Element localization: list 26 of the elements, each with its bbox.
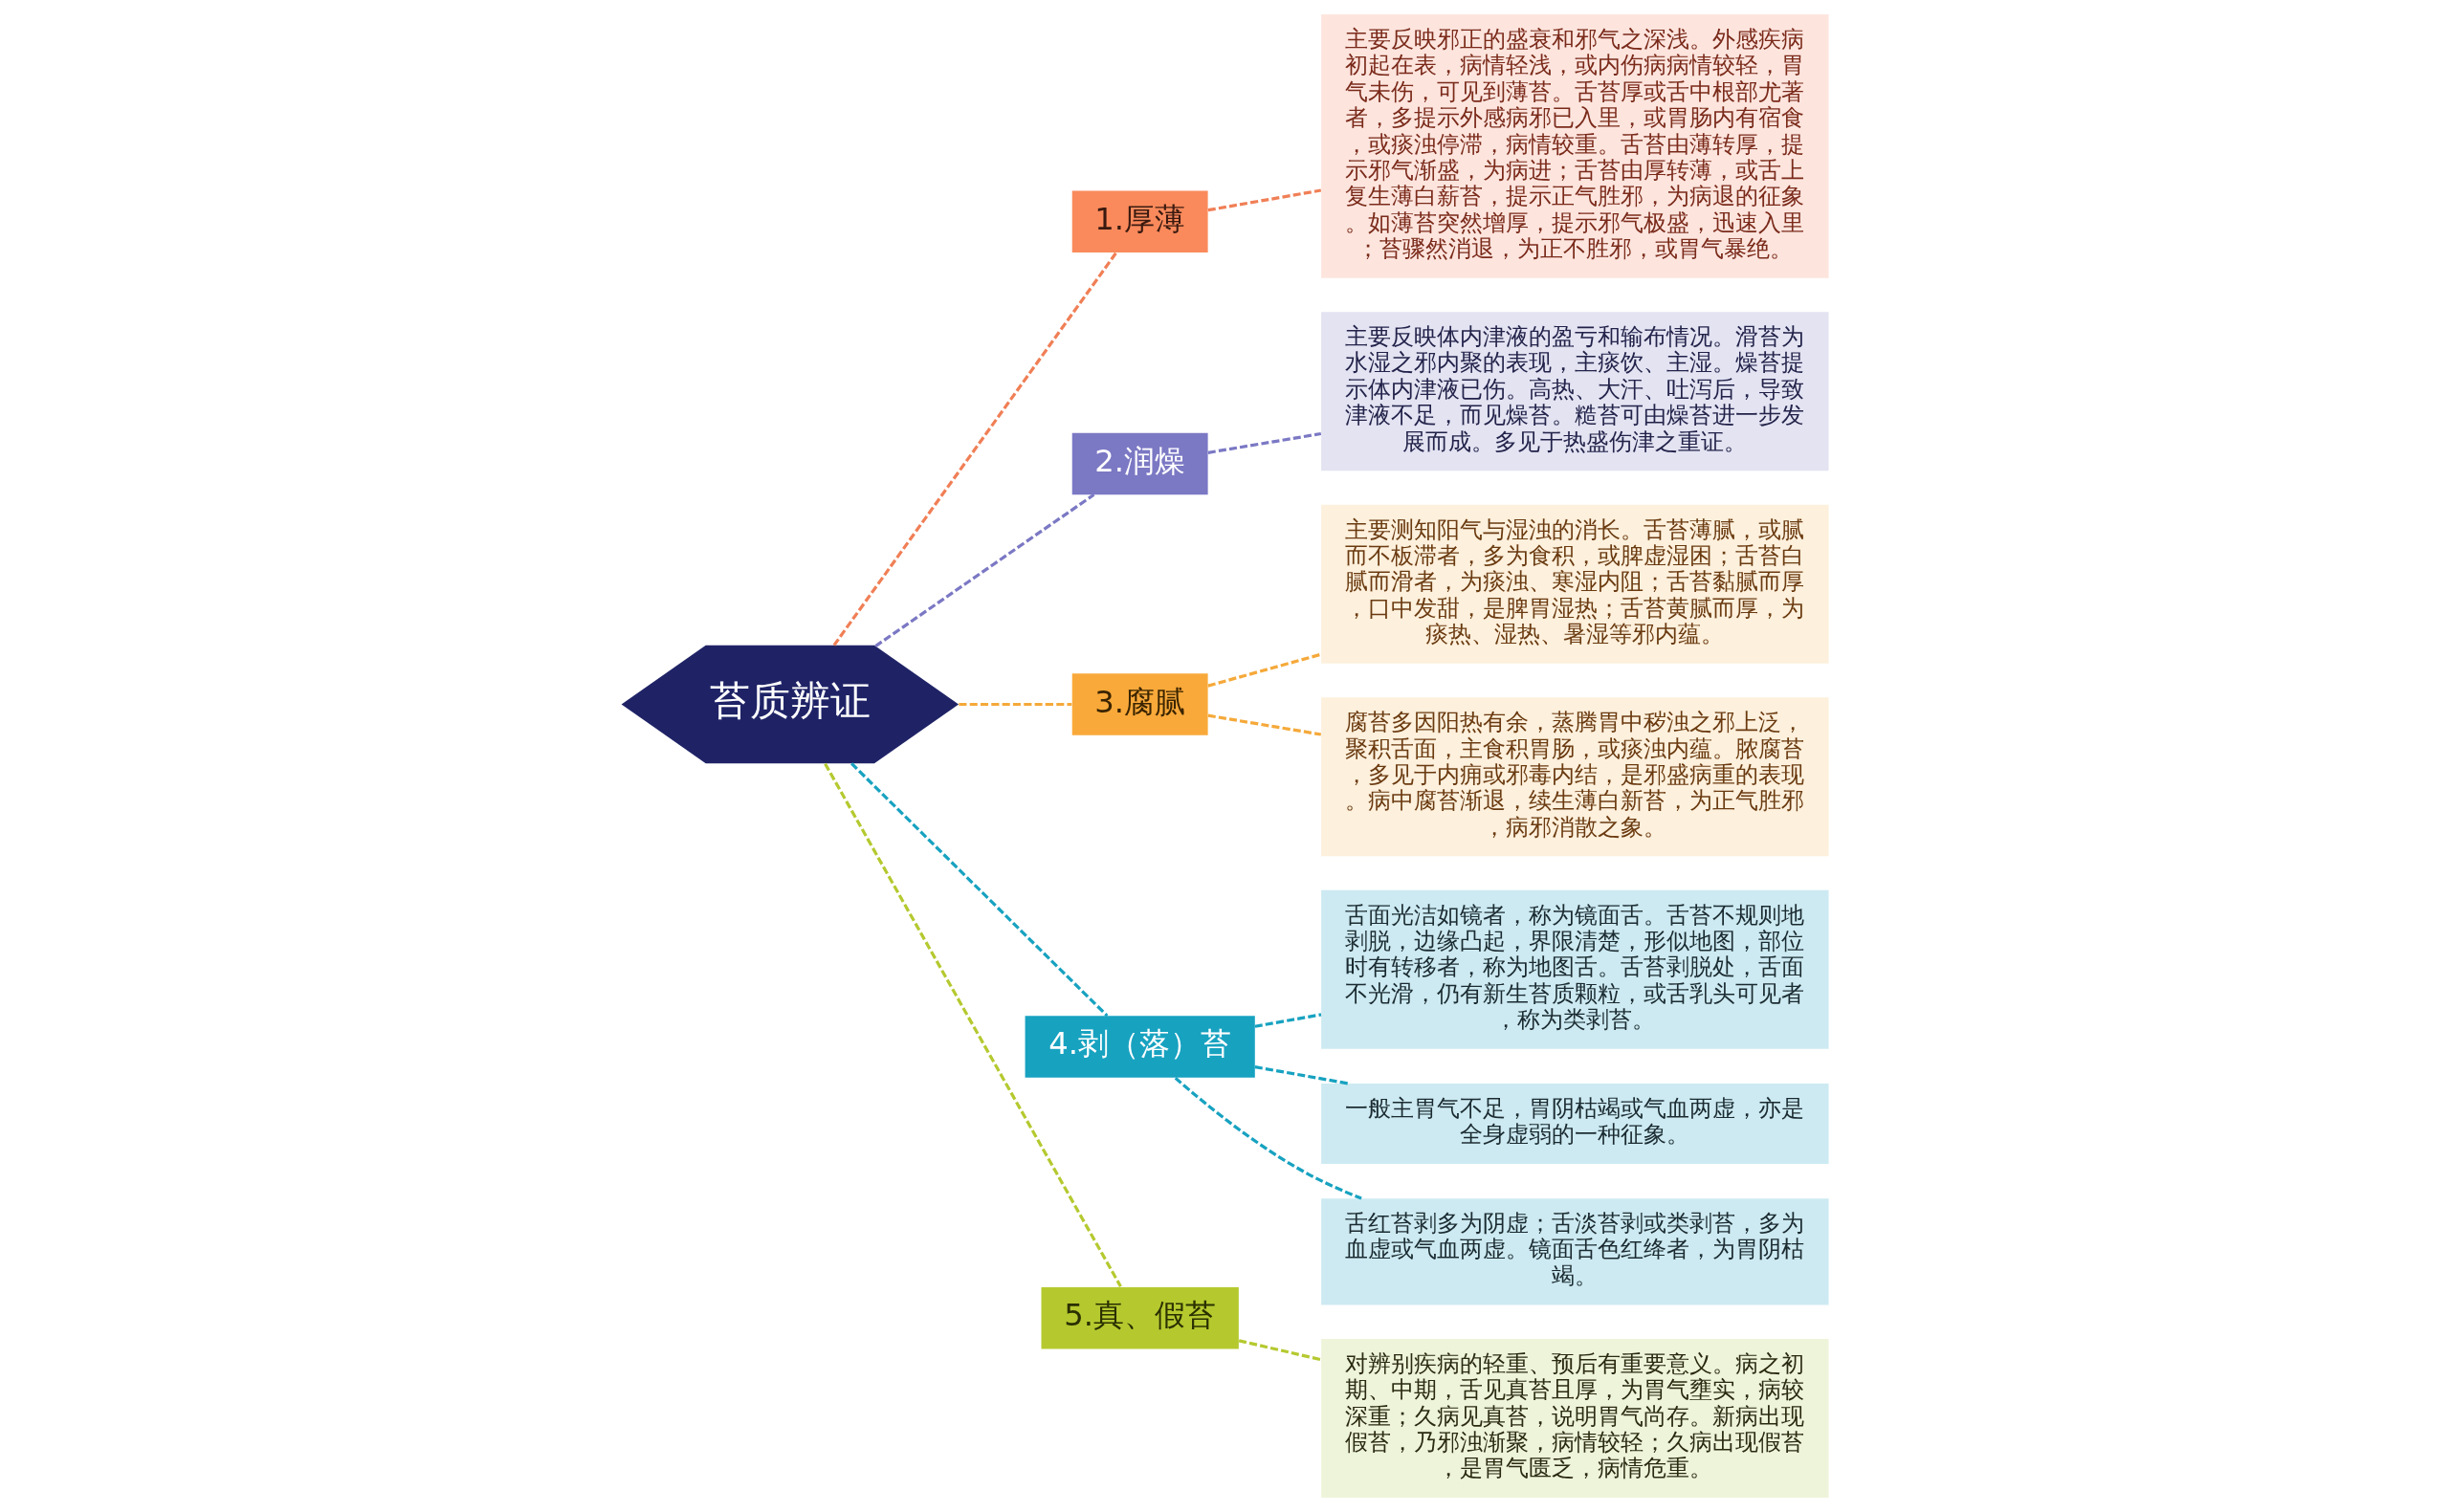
- connector: [832, 252, 1117, 646]
- node-box: 1.厚薄: [1071, 190, 1208, 253]
- node-box: 腐苔多因阳热有余，蒸腾胃中秽浊之邪上泛，聚积舌面，主食积胃肠，或痰浊内蕴。脓腐苔，多见于内痈或邪毒内结，是邪盛病重的表现。病中腐苔渐退，续生薄白新苔，为正气胜邪，病邪消散之象。: [1320, 697, 1829, 857]
- node-box: 3.腐腻: [1071, 673, 1208, 735]
- node-box: 对辨别疾病的轻重、预后有重要意义。病之初期、中期，舌见真苔且厚，为胃气壅实，病较深重；久病见真苔，说明胃气尚存。新病出现假苔，乃邪浊渐聚，病情较轻；久病出现假苔，是胃气匮乏，病情危重。: [1320, 1338, 1829, 1498]
- node-box: 主要反映邪正的盛衰和邪气之深浅。外感疾病初起在表，病情轻浅，或内伤病病情较轻，胃气未伤，可见到薄苔。舌苔厚或舌中根部尤著者，多提示外感病邪已入里，或胃肠内有宿食，或痰浊停滞，病情较重。舌苔由薄转厚，提示邪气渐盛，为病进；舌苔由厚转薄，或舌上复生薄白薪苔，提示正气胜邪，为病退的征象。如薄苔突然增厚，提示邪气极盛，迅速入里；苔骤然消退，为正不胜邪，或胃气暴绝。: [1320, 14, 1829, 278]
- connector: [1254, 1065, 1349, 1085]
- connector: [1238, 1339, 1321, 1362]
- node-box: 主要反映体内津液的盈亏和输布情况。滑苔为水湿之邪内聚的表现，主痰饮、主湿。燥苔提示体内津液已伤。高热、大汗、吐泻后，导致津液不足，而见燥苔。糙苔可由燥苔进一步发展而成。多见于热盛伤津之重证。: [1320, 312, 1829, 471]
- node-box: 5.真、假苔: [1041, 1286, 1239, 1349]
- node-box: 主要测知阳气与湿浊的消长。舌苔薄腻，或腻而不板滞者，多为食积，或脾虚湿困；舌苔白腻而滑者，为痰浊、寒湿内阻；舌苔黏腻而厚，口中发甜，是脾胃湿热；舌苔黄腻而厚，为痰热、湿热、暑湿等邪内蕴。: [1320, 504, 1829, 664]
- connector: [849, 762, 1108, 1018]
- node-box: 2.润燥: [1071, 432, 1208, 495]
- connector: [1174, 1077, 1362, 1200]
- connector: [1207, 431, 1321, 454]
- node-box: 一般主胃气不足，胃阴枯竭或气血两虚，亦是全身虚弱的一种征象。: [1320, 1084, 1829, 1164]
- node-box: 舌面光洁如镜者，称为镜面舌。舌苔不规则地剥脱，边缘凸起，界限清楚，形似地图，部位时有转移者，称为地图舌。舌苔剥脱处，舌面不光滑，仍有新生苔质颗粒，或舌乳头可见者，称为类剥苔。: [1320, 889, 1829, 1049]
- connector: [873, 493, 1094, 647]
- connector: [823, 762, 1122, 1288]
- connector: [1254, 1013, 1321, 1028]
- connector: [1207, 713, 1321, 736]
- connector: [1207, 188, 1321, 212]
- node-box: 舌红苔剥多为阴虚；舌淡苔剥或类剥苔，多为血虚或气血两虚。镜面舌色红绛者，为胃阴枯竭。: [1320, 1198, 1829, 1305]
- connector: [1206, 652, 1321, 688]
- connector: [958, 702, 1071, 707]
- node-box: 4.剥（落）苔: [1025, 1016, 1255, 1078]
